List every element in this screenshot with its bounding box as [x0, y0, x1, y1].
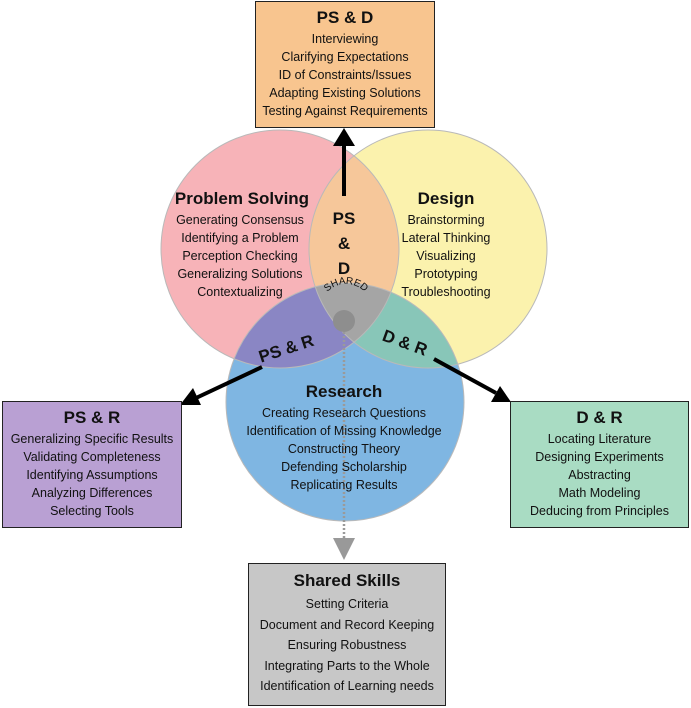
arrow-right-head: [491, 386, 511, 402]
psr-box-item: Analyzing Differences: [31, 486, 153, 500]
design-item: Lateral Thinking: [402, 231, 491, 245]
dr-box-title: D & R: [576, 408, 623, 427]
psr-box-title: PS & R: [63, 408, 121, 427]
psd-box-item: Interviewing: [311, 32, 379, 46]
shared-box-item: Ensuring Robustness: [287, 638, 407, 652]
dr-skills-box: D & R Locating Literature Designing Expe…: [510, 401, 689, 528]
problem-solving-item: Perception Checking: [182, 249, 297, 263]
problem-solving-item: Contextualizing: [197, 285, 283, 299]
dr-box-item: Abstracting: [568, 468, 631, 482]
psr-overlap: [226, 283, 399, 368]
psd-overlap-label: D: [338, 259, 350, 278]
research-item: Constructing Theory: [288, 442, 401, 456]
design-title: Design: [418, 189, 475, 208]
design-item: Prototyping: [414, 267, 477, 281]
psd-box-item: Adapting Existing Solutions: [269, 86, 421, 100]
psr-box-item: Generalizing Specific Results: [10, 432, 174, 446]
research-title: Research: [306, 382, 383, 401]
dr-box-item: Locating Literature: [547, 432, 652, 446]
shared-box-item: Identification of Learning needs: [260, 679, 434, 693]
design-item: Brainstorming: [407, 213, 484, 227]
problem-solving-title: Problem Solving: [175, 189, 309, 208]
dr-box-item: Designing Experiments: [535, 450, 664, 464]
psd-skills-box: PS & D Interviewing Clarifying Expectati…: [255, 1, 435, 128]
psd-box-item: Clarifying Expectations: [281, 50, 409, 64]
shared-label-path: SHARED: [322, 276, 370, 294]
design-item: Troubleshooting: [401, 285, 490, 299]
problem-solving-item: Generating Consensus: [176, 213, 304, 227]
psd-box-item: ID of Constraints/Issues: [278, 68, 412, 82]
dr-box-item: Deducing from Principles: [530, 504, 669, 518]
psr-box-item: Identifying Assumptions: [26, 468, 158, 482]
design-outline: [308, 129, 548, 369]
psr-box-item: Validating Completeness: [23, 450, 161, 464]
shared-skills-box: Shared Skills Setting Criteria Document …: [248, 563, 446, 706]
shared-box-item: Integrating Parts to the Whole: [264, 658, 430, 673]
dr-box-item: Math Modeling: [558, 486, 641, 500]
research-item: Creating Research Questions: [262, 406, 426, 420]
research-item: Replicating Results: [291, 478, 398, 492]
shared-box-title: Shared Skills: [293, 571, 401, 590]
arrow-left-head: [180, 388, 201, 405]
shared-arrowhead: [333, 538, 355, 560]
dr-overlap: [309, 283, 464, 368]
research-item: Defending Scholarship: [281, 460, 407, 474]
problem-solving-item: Identifying a Problem: [181, 231, 298, 245]
problem-solving-outline: [160, 129, 400, 369]
shared-label: SHARED: [322, 276, 370, 294]
psr-skills-box: PS & R Generalizing Specific Results Val…: [2, 401, 182, 528]
arrow-left-line: [195, 365, 263, 400]
shared-center-dot: [333, 310, 355, 332]
arrow-up-head: [333, 128, 355, 146]
psd-box-title: PS & D: [316, 8, 374, 27]
problem-solving-item: Generalizing Solutions: [177, 267, 302, 281]
shared-box-item: Setting Criteria: [305, 597, 389, 611]
psd-overlap-label: PS: [333, 209, 356, 228]
psr-box-item: Selecting Tools: [50, 504, 134, 518]
psd-overlap-label: &: [338, 234, 350, 253]
arrow-right-line: [433, 357, 497, 395]
psd-box-item: Testing Against Requirements: [262, 104, 428, 118]
design-item: Visualizing: [416, 249, 476, 263]
research-item: Identification of Missing Knowledge: [246, 424, 441, 438]
shared-box-item: Document and Record Keeping: [259, 617, 435, 632]
